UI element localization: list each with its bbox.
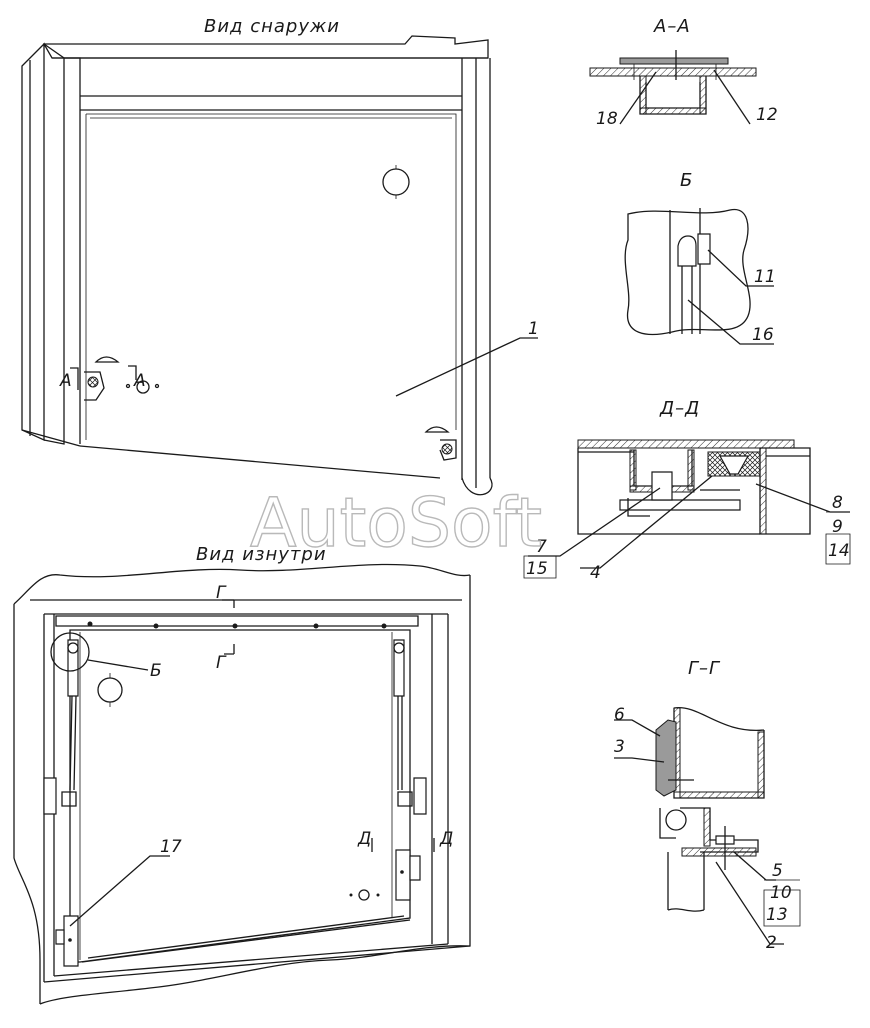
marker-a-left: А xyxy=(59,371,72,391)
callout-3: 3 xyxy=(614,737,625,757)
section-aa-title: А–А xyxy=(653,16,691,37)
callout-18: 18 xyxy=(596,109,618,129)
callout-9: 9 xyxy=(832,517,843,537)
callout-8: 8 xyxy=(832,493,843,513)
inside-view-title: Вид изнутри xyxy=(196,544,327,565)
callout-14: 14 xyxy=(828,541,850,561)
marker-b: Б xyxy=(150,661,162,681)
section-aa xyxy=(589,50,757,125)
callout-12: 12 xyxy=(756,105,778,125)
callout-5: 5 xyxy=(772,861,783,881)
callout-13: 13 xyxy=(766,905,788,925)
callout-11: 11 xyxy=(754,267,776,287)
callout-2: 2 xyxy=(766,933,777,953)
marker-g-bottom: Г xyxy=(216,653,227,673)
watermark: AutoSoft xyxy=(250,484,542,563)
section-dd-title: Д–Д xyxy=(659,398,700,419)
section-gg xyxy=(614,707,784,945)
callout-boxes xyxy=(523,511,851,927)
outside-view xyxy=(21,35,538,496)
section-gg-title: Г–Г xyxy=(688,658,721,679)
callout-10: 10 xyxy=(770,883,792,903)
callout-7: 7 xyxy=(536,537,547,557)
callout-15: 15 xyxy=(526,559,548,579)
marker-a-right: А xyxy=(133,371,146,391)
marker-d-left: Д xyxy=(357,829,371,849)
marker-g-top: Г xyxy=(216,583,227,603)
detail-b xyxy=(624,208,774,345)
detail-b-title: Б xyxy=(680,170,693,191)
callout-16: 16 xyxy=(752,325,774,345)
callout-4: 4 xyxy=(590,563,601,583)
callout-6: 6 xyxy=(614,705,625,725)
outside-view-title: Вид снаружи xyxy=(204,16,340,37)
section-dd xyxy=(528,439,850,569)
marker-d-right: Д xyxy=(439,829,453,849)
callout-17: 17 xyxy=(160,837,182,857)
inside-view xyxy=(13,563,471,1005)
callout-1: 1 xyxy=(528,319,539,339)
